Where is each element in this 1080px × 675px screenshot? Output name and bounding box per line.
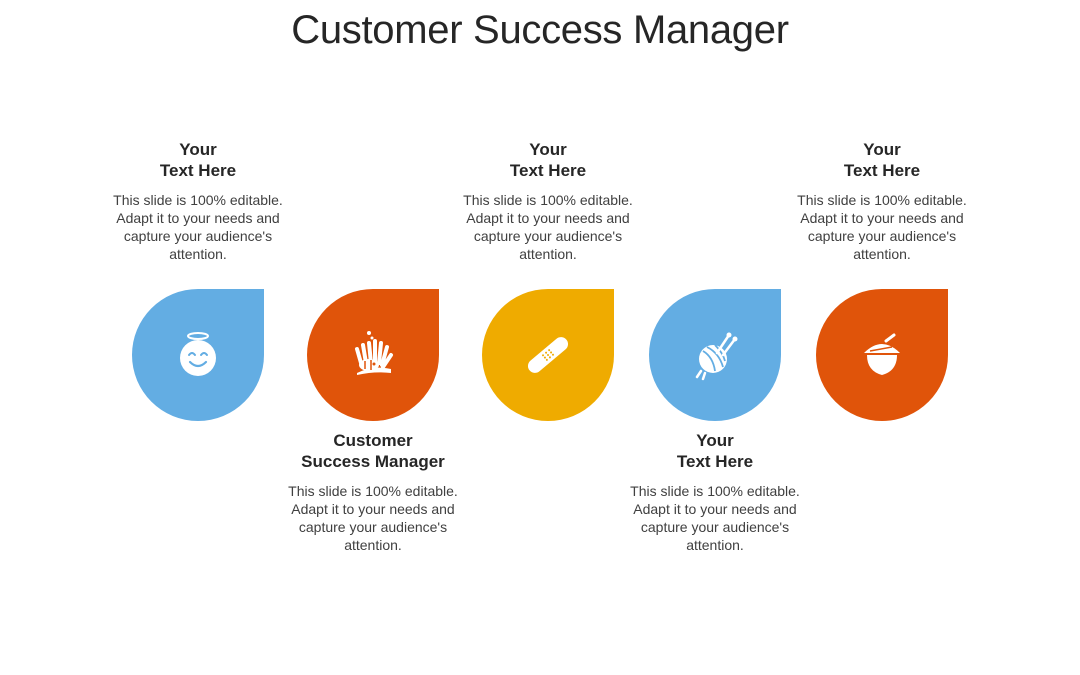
item-heading: Your Text Here — [625, 430, 805, 472]
text-block-2: Customer Success Manager This slide is 1… — [283, 430, 463, 554]
acorn-icon — [864, 333, 900, 375]
heading-line-2: Text Here — [843, 161, 921, 180]
heading-line-1: Your — [696, 431, 734, 450]
text-block-4: Your Text Here This slide is 100% editab… — [625, 430, 805, 554]
heading-line-2: Text Here — [509, 161, 587, 180]
yarn-ball-icon — [695, 332, 738, 381]
drop-shape-4 — [649, 289, 781, 421]
slide-title: Customer Success Manager — [291, 8, 789, 52]
drop-shape-3 — [482, 289, 614, 421]
item-body: This slide is 100% editable. Adapt it to… — [797, 192, 967, 262]
coral-fish-icon — [355, 331, 393, 375]
item-heading: Your Text Here — [108, 139, 288, 181]
item-heading: Customer Success Manager — [283, 430, 463, 472]
heading-line-1: Your — [179, 140, 217, 159]
item-body: This slide is 100% editable. Adapt it to… — [463, 192, 633, 262]
bandage-icon — [527, 337, 569, 373]
heading-line-1: Customer — [333, 431, 413, 450]
heading-line-2: Success Manager — [301, 452, 445, 471]
drop-shape-1 — [132, 289, 264, 421]
drop-shape-5 — [816, 289, 948, 421]
text-block-1: Your Text Here This slide is 100% editab… — [108, 139, 288, 263]
text-block-3: Your Text Here This slide is 100% editab… — [458, 139, 638, 263]
text-block-5: Your Text Here This slide is 100% editab… — [792, 139, 972, 263]
angel-smiley-icon — [180, 332, 216, 376]
heading-line-2: Text Here — [676, 452, 754, 471]
heading-line-1: Your — [863, 140, 901, 159]
item-heading: Your Text Here — [792, 139, 972, 181]
item-body: This slide is 100% editable. Adapt it to… — [288, 483, 458, 553]
item-heading: Your Text Here — [458, 139, 638, 181]
drop-shape-2 — [307, 289, 439, 421]
item-body: This slide is 100% editable. Adapt it to… — [113, 192, 283, 262]
heading-line-1: Your — [529, 140, 567, 159]
item-body: This slide is 100% editable. Adapt it to… — [630, 483, 800, 553]
heading-line-2: Text Here — [159, 161, 237, 180]
